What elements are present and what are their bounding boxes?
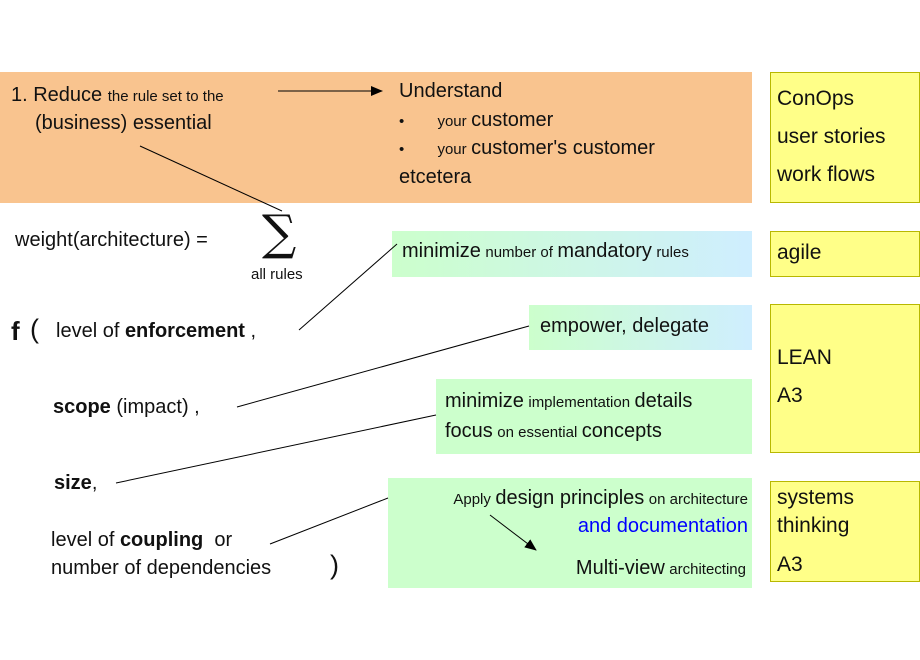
- multiview-small: architecting: [669, 561, 746, 578]
- scope-bold: scope: [53, 396, 111, 418]
- agile-box: agile: [770, 231, 920, 277]
- understand-item-2: • your customer's customer: [399, 137, 655, 160]
- enforcement-term: level of enforcement ,: [56, 320, 256, 343]
- impl-l1c: details: [634, 390, 693, 412]
- weight-formula: weight(architecture) =: [15, 229, 208, 251]
- coup-post: or: [214, 529, 233, 551]
- impl-line2: focus on essential concepts: [445, 417, 752, 447]
- all-rules-label: all rules: [251, 266, 303, 283]
- systems-box: systems thinking A3: [770, 481, 920, 582]
- multiview-line: Multi-view architecting: [576, 557, 746, 580]
- multiview-big: Multi-view: [575, 557, 665, 579]
- line-enforcement-to-minimize: [298, 243, 398, 331]
- item2-small: your: [437, 141, 467, 158]
- size-bold: size: [54, 472, 92, 494]
- bullet-2: •: [399, 141, 405, 158]
- empower-label: empower, delegate: [540, 315, 710, 337]
- size-term: size,: [54, 472, 97, 495]
- reduce-number: 1. Reduce: [11, 84, 103, 106]
- dependencies-term: number of dependencies: [51, 557, 272, 579]
- enf-pre: level of: [56, 320, 120, 342]
- min-w3: mandatory: [557, 240, 652, 262]
- implementation-box: minimize implementation details focus on…: [436, 379, 752, 454]
- impl-l2a: focus: [445, 420, 493, 442]
- reduce-mid: the rule set to the: [107, 88, 224, 105]
- lean-a3-label: A3: [777, 384, 803, 407]
- line-size-to-implementation: [115, 414, 437, 484]
- impl-l1b: implementation: [528, 394, 631, 411]
- reduce-line2: (business) essential: [35, 112, 212, 134]
- close-paren: ): [330, 550, 339, 580]
- empower-box: empower, delegate: [529, 305, 752, 350]
- conops-label: ConOps: [777, 87, 855, 110]
- impl-l1a: minimize: [445, 390, 524, 412]
- understand-etcetera: etcetera: [399, 166, 472, 188]
- scope-term: scope (impact) ,: [53, 396, 200, 419]
- scope-post: (impact) ,: [116, 396, 200, 418]
- lean-box: LEAN A3: [770, 304, 920, 453]
- enf-post: ,: [250, 320, 257, 342]
- f-symbol: f: [11, 316, 20, 346]
- design-principles-box: [388, 478, 752, 588]
- coup-pre: level of: [51, 529, 115, 551]
- apply-a: Apply: [453, 491, 491, 508]
- impl-l2c: concepts: [581, 420, 662, 442]
- minimize-rules-box: minimize number of mandatory rules: [392, 231, 752, 277]
- sigma-symbol: ∑: [262, 205, 297, 261]
- min-w4: rules: [656, 244, 689, 261]
- apply-c: on architecture: [648, 491, 748, 508]
- coup-bold: coupling: [119, 529, 204, 551]
- systems-a3-label: A3: [777, 553, 803, 576]
- open-paren: (: [30, 314, 39, 344]
- line-coupling-to-principles: [269, 497, 389, 545]
- apply-line: Apply design principles on architecture: [453, 487, 748, 510]
- documentation-line: and documentation: [577, 515, 748, 537]
- arrow-principles-to-multiview: [489, 514, 537, 551]
- systems-label: systems: [777, 486, 855, 509]
- thinking-label: thinking: [777, 514, 850, 537]
- conops-box: ConOps user stories work flows: [770, 72, 920, 203]
- lean-label: LEAN: [777, 346, 832, 369]
- item1-big: customer: [471, 109, 554, 131]
- item2-big: customer's customer: [471, 137, 655, 159]
- understand-item-1: • your customer: [399, 109, 553, 132]
- bullet-1: •: [399, 113, 405, 130]
- line-scope-to-empower: [236, 325, 530, 408]
- impl-line1: minimize implementation details: [445, 387, 752, 417]
- apply-b: design principles: [495, 487, 645, 509]
- understand-title: Understand: [399, 80, 503, 102]
- coupling-term: level of coupling or: [51, 529, 232, 552]
- size-post: ,: [91, 472, 98, 494]
- min-w1: minimize: [402, 240, 481, 262]
- min-w2: number of: [485, 244, 553, 261]
- agile-label: agile: [777, 241, 822, 264]
- impl-l2b: on essential: [497, 424, 578, 441]
- reduce-line1: 1. Reduce the rule set to the: [11, 84, 224, 107]
- enf-bold: enforcement: [124, 320, 245, 342]
- item1-small: your: [437, 113, 467, 130]
- line-essential-to-sigma: [139, 145, 283, 212]
- user-stories-label: user stories: [777, 125, 886, 148]
- work-flows-label: work flows: [777, 163, 876, 186]
